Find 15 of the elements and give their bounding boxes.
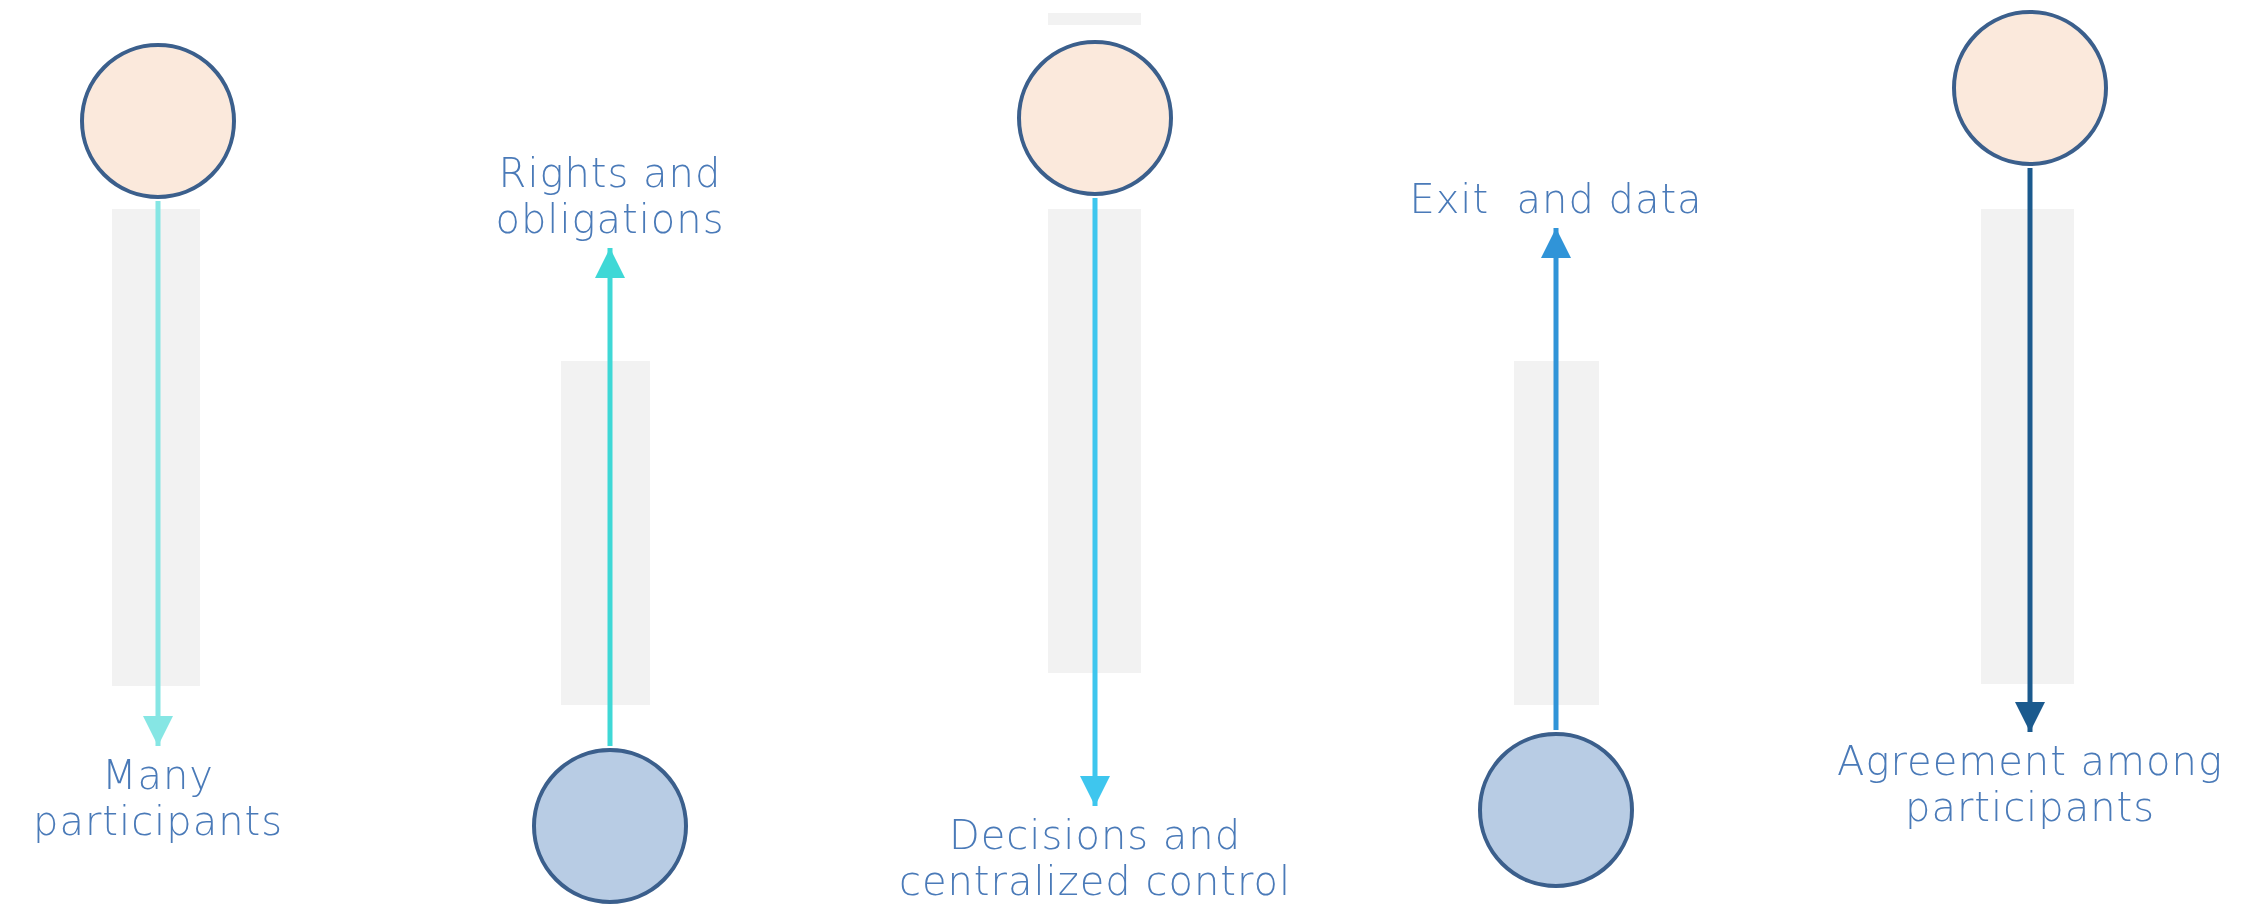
circle-node	[1950, 8, 2110, 168]
caption-text: Rights and obligations	[430, 150, 790, 242]
caption-text: Decisions and centralized control	[875, 812, 1315, 904]
arrow	[595, 248, 625, 746]
circle-node	[1476, 730, 1636, 890]
caption-text: Agreement among participants	[1795, 738, 2256, 830]
arrow	[143, 201, 173, 746]
caption-text: Exit and data	[1376, 176, 1736, 222]
caption-text: Many participants	[0, 752, 338, 844]
circle-node	[1015, 38, 1175, 198]
arrow	[1541, 228, 1571, 730]
arrow	[2015, 168, 2045, 732]
circle-node	[78, 41, 238, 201]
arrow	[1080, 198, 1110, 806]
circle-node	[530, 746, 690, 905]
